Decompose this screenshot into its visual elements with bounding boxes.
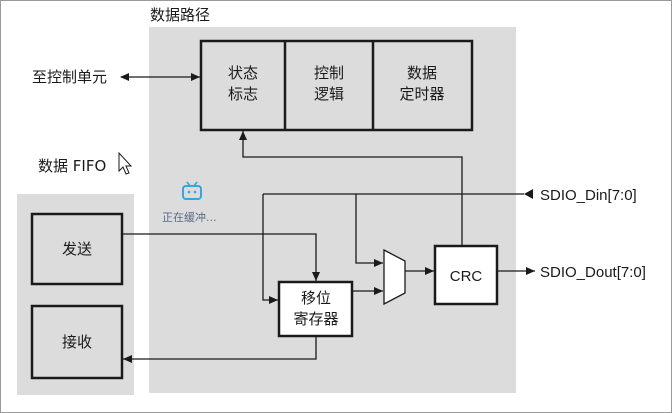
buffering-overlay-text: 正在缓冲... [162, 210, 217, 224]
shift-register-line2: 寄存器 [293, 310, 338, 328]
shift-register-line1: 移位 [301, 289, 331, 307]
fifo-title: 数据 FIFO [38, 157, 106, 175]
tv-buffering-icon [182, 181, 202, 200]
cursor-arrow-icon [118, 151, 133, 175]
data-timer-line1: 数据 [407, 64, 437, 82]
shift-register-box [277, 280, 354, 338]
receive-box [30, 304, 124, 380]
state-flag-line2: 标志 [228, 85, 258, 103]
shift-register-to-receive [123, 337, 317, 363]
to-control-unit-label: 至控制单元 [32, 68, 107, 86]
control-logic-line1: 控制 [314, 64, 344, 82]
control-row-frame [199, 39, 474, 132]
crc-box [433, 244, 499, 306]
din-to-mux [355, 194, 383, 267]
sdio-dout-label: SDIO_Dout[7:0] [540, 264, 646, 281]
data-timer-line2: 定时器 [399, 85, 444, 103]
send-to-shift-register [123, 233, 320, 281]
control-logic-line2: 逻辑 [314, 85, 344, 103]
sdio-din-label: SDIO_Din[7:0] [540, 187, 637, 204]
data-path-title: 数据路径 [150, 6, 210, 24]
crc-label: CRC [450, 268, 483, 285]
din-to-shift-register [262, 194, 278, 304]
sdio-din-arrow-icon [524, 189, 533, 199]
send-label: 发送 [62, 240, 92, 258]
crc-to-state-flag [239, 131, 463, 246]
multiplexer [383, 248, 406, 306]
send-box [30, 212, 124, 286]
receive-label: 接收 [62, 333, 92, 351]
state-flag-line1: 状态 [228, 64, 258, 82]
